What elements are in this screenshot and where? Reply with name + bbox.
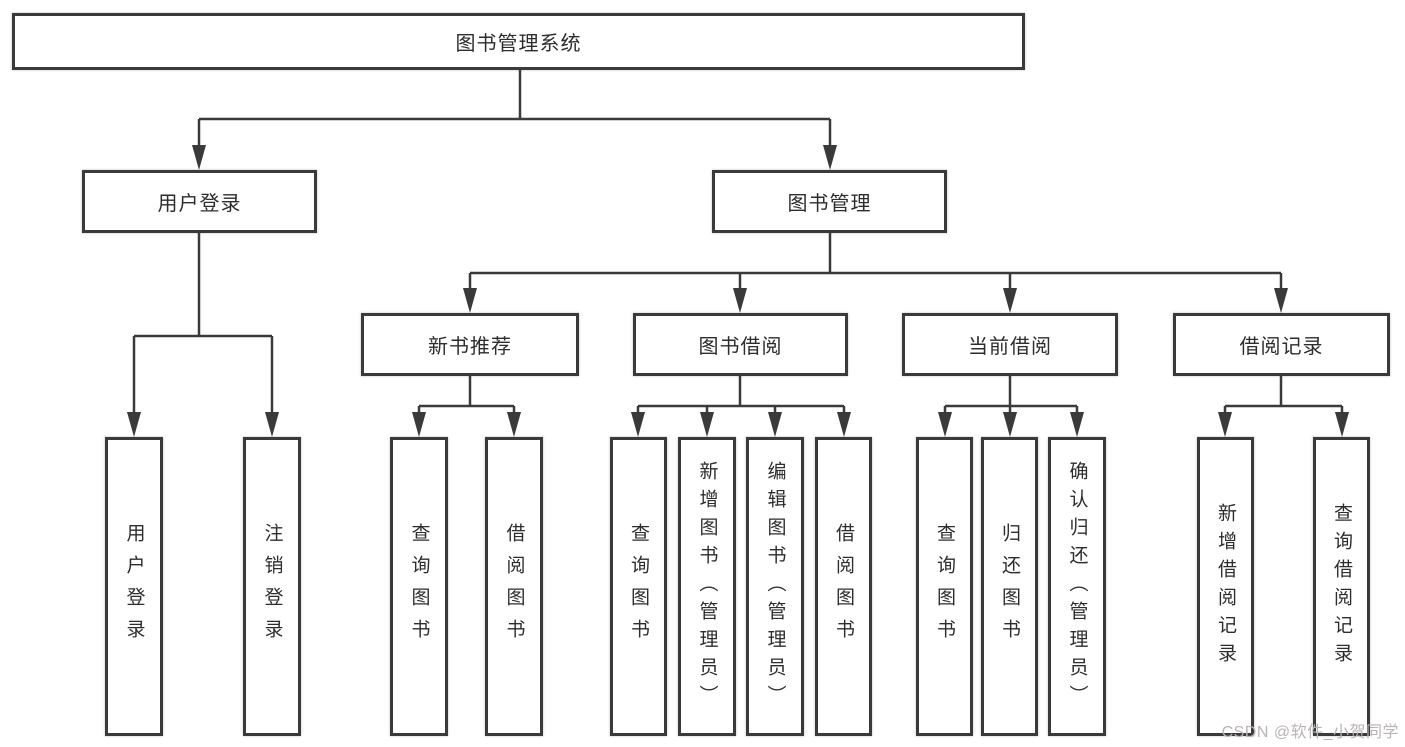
leaf-query-books-2-label: 查询图书 (628, 522, 649, 651)
node-current-borrowing-label: 当前借阅 (968, 336, 1052, 358)
arrowhead-icon (938, 412, 952, 437)
leaf-edit-books-admin: 编辑图书（管理员） (746, 437, 804, 736)
arrowhead-icon (1070, 412, 1084, 437)
arrowhead-icon (700, 412, 714, 437)
leaf-query-books-3: 查询图书 (916, 437, 973, 736)
leaf-borrow-books-1-label: 借阅图书 (503, 522, 525, 651)
leaf-return-books-label: 归还图书 (999, 522, 1020, 651)
node-new-book-recommend: 新书推荐 (361, 313, 579, 376)
leaf-user-login: 用户登录 (105, 437, 163, 736)
arrowhead-icon (265, 412, 279, 437)
arrowhead-icon (412, 412, 426, 437)
arrowhead-icon (127, 412, 141, 437)
node-root: 图书管理系统 (12, 13, 1025, 70)
leaf-query-books-1-label: 查询图书 (408, 522, 430, 651)
connector-records-to-leaves (1223, 376, 1344, 420)
arrowhead-icon (1003, 412, 1017, 437)
node-borrowing-records: 借阅记录 (1173, 313, 1390, 376)
leaf-query-books-3-label: 查询图书 (934, 522, 955, 651)
leaf-query-borrow-record-label: 查询借阅记录 (1331, 502, 1352, 671)
arrowhead-icon (1274, 288, 1288, 313)
arrowhead-icon (768, 412, 782, 437)
arrowhead-icon (507, 412, 521, 437)
leaf-confirm-return-admin: 确认归还（管理员） (1048, 437, 1106, 736)
leaf-query-books-2: 查询图书 (610, 437, 667, 736)
connector-userlogin-to-leaves (132, 233, 274, 420)
node-book-borrowing: 图书借阅 (633, 313, 848, 376)
arrowhead-icon (463, 288, 477, 313)
arrowhead-icon (631, 412, 645, 437)
connector-newbook-to-leaves (417, 376, 516, 420)
node-user-login: 用户登录 (82, 170, 317, 233)
arrowhead-icon (192, 145, 206, 170)
leaf-borrow-books-2: 借阅图书 (815, 437, 872, 736)
leaf-user-login-label: 用户登录 (123, 522, 145, 651)
connector-borrowing-to-leaves (636, 376, 846, 420)
arrowhead-icon (1335, 412, 1349, 437)
arrowhead-icon (837, 412, 851, 437)
leaf-add-books-admin: 新增图书（管理员） (678, 437, 736, 736)
csdn-watermark: CSDN @软件_小贺同学 (1221, 724, 1399, 741)
arrowhead-icon (733, 288, 747, 313)
node-new-book-recommend-label: 新书推荐 (428, 336, 512, 358)
leaf-query-books-1: 查询图书 (390, 437, 448, 736)
arrowhead-icon (1218, 412, 1232, 437)
node-root-label: 图书管理系统 (455, 33, 582, 55)
leaf-logout-login: 注销登录 (243, 437, 301, 736)
leaf-logout-login-label: 注销登录 (261, 522, 283, 651)
node-book-management-label: 图书管理 (787, 193, 872, 215)
leaf-confirm-return-admin-label: 确认归还（管理员） (1066, 460, 1088, 713)
node-user-login-label: 用户登录 (157, 193, 242, 215)
leaf-edit-books-admin-label: 编辑图书（管理员） (764, 460, 786, 713)
node-current-borrowing: 当前借阅 (902, 313, 1118, 376)
leaf-borrow-books-2-label: 借阅图书 (833, 522, 854, 651)
connector-bookmgmt-to-level3 (468, 233, 1283, 296)
leaf-add-books-admin-label: 新增图书（管理员） (696, 460, 718, 713)
node-borrowing-records-label: 借阅记录 (1239, 336, 1324, 358)
leaf-return-books: 归还图书 (981, 437, 1038, 736)
leaf-borrow-books-1: 借阅图书 (485, 437, 543, 736)
connector-current-to-leaves (943, 376, 1079, 420)
connector-root-to-level2 (197, 70, 832, 152)
leaf-add-borrow-record: 新增借阅记录 (1197, 437, 1254, 736)
node-book-borrowing-label: 图书借阅 (698, 336, 783, 358)
node-book-management: 图书管理 (712, 170, 947, 233)
leaf-add-borrow-record-label: 新增借阅记录 (1215, 502, 1236, 671)
arrowhead-icon (1003, 288, 1017, 313)
leaf-query-borrow-record: 查询借阅记录 (1313, 437, 1370, 736)
arrowhead-icon (823, 145, 837, 170)
